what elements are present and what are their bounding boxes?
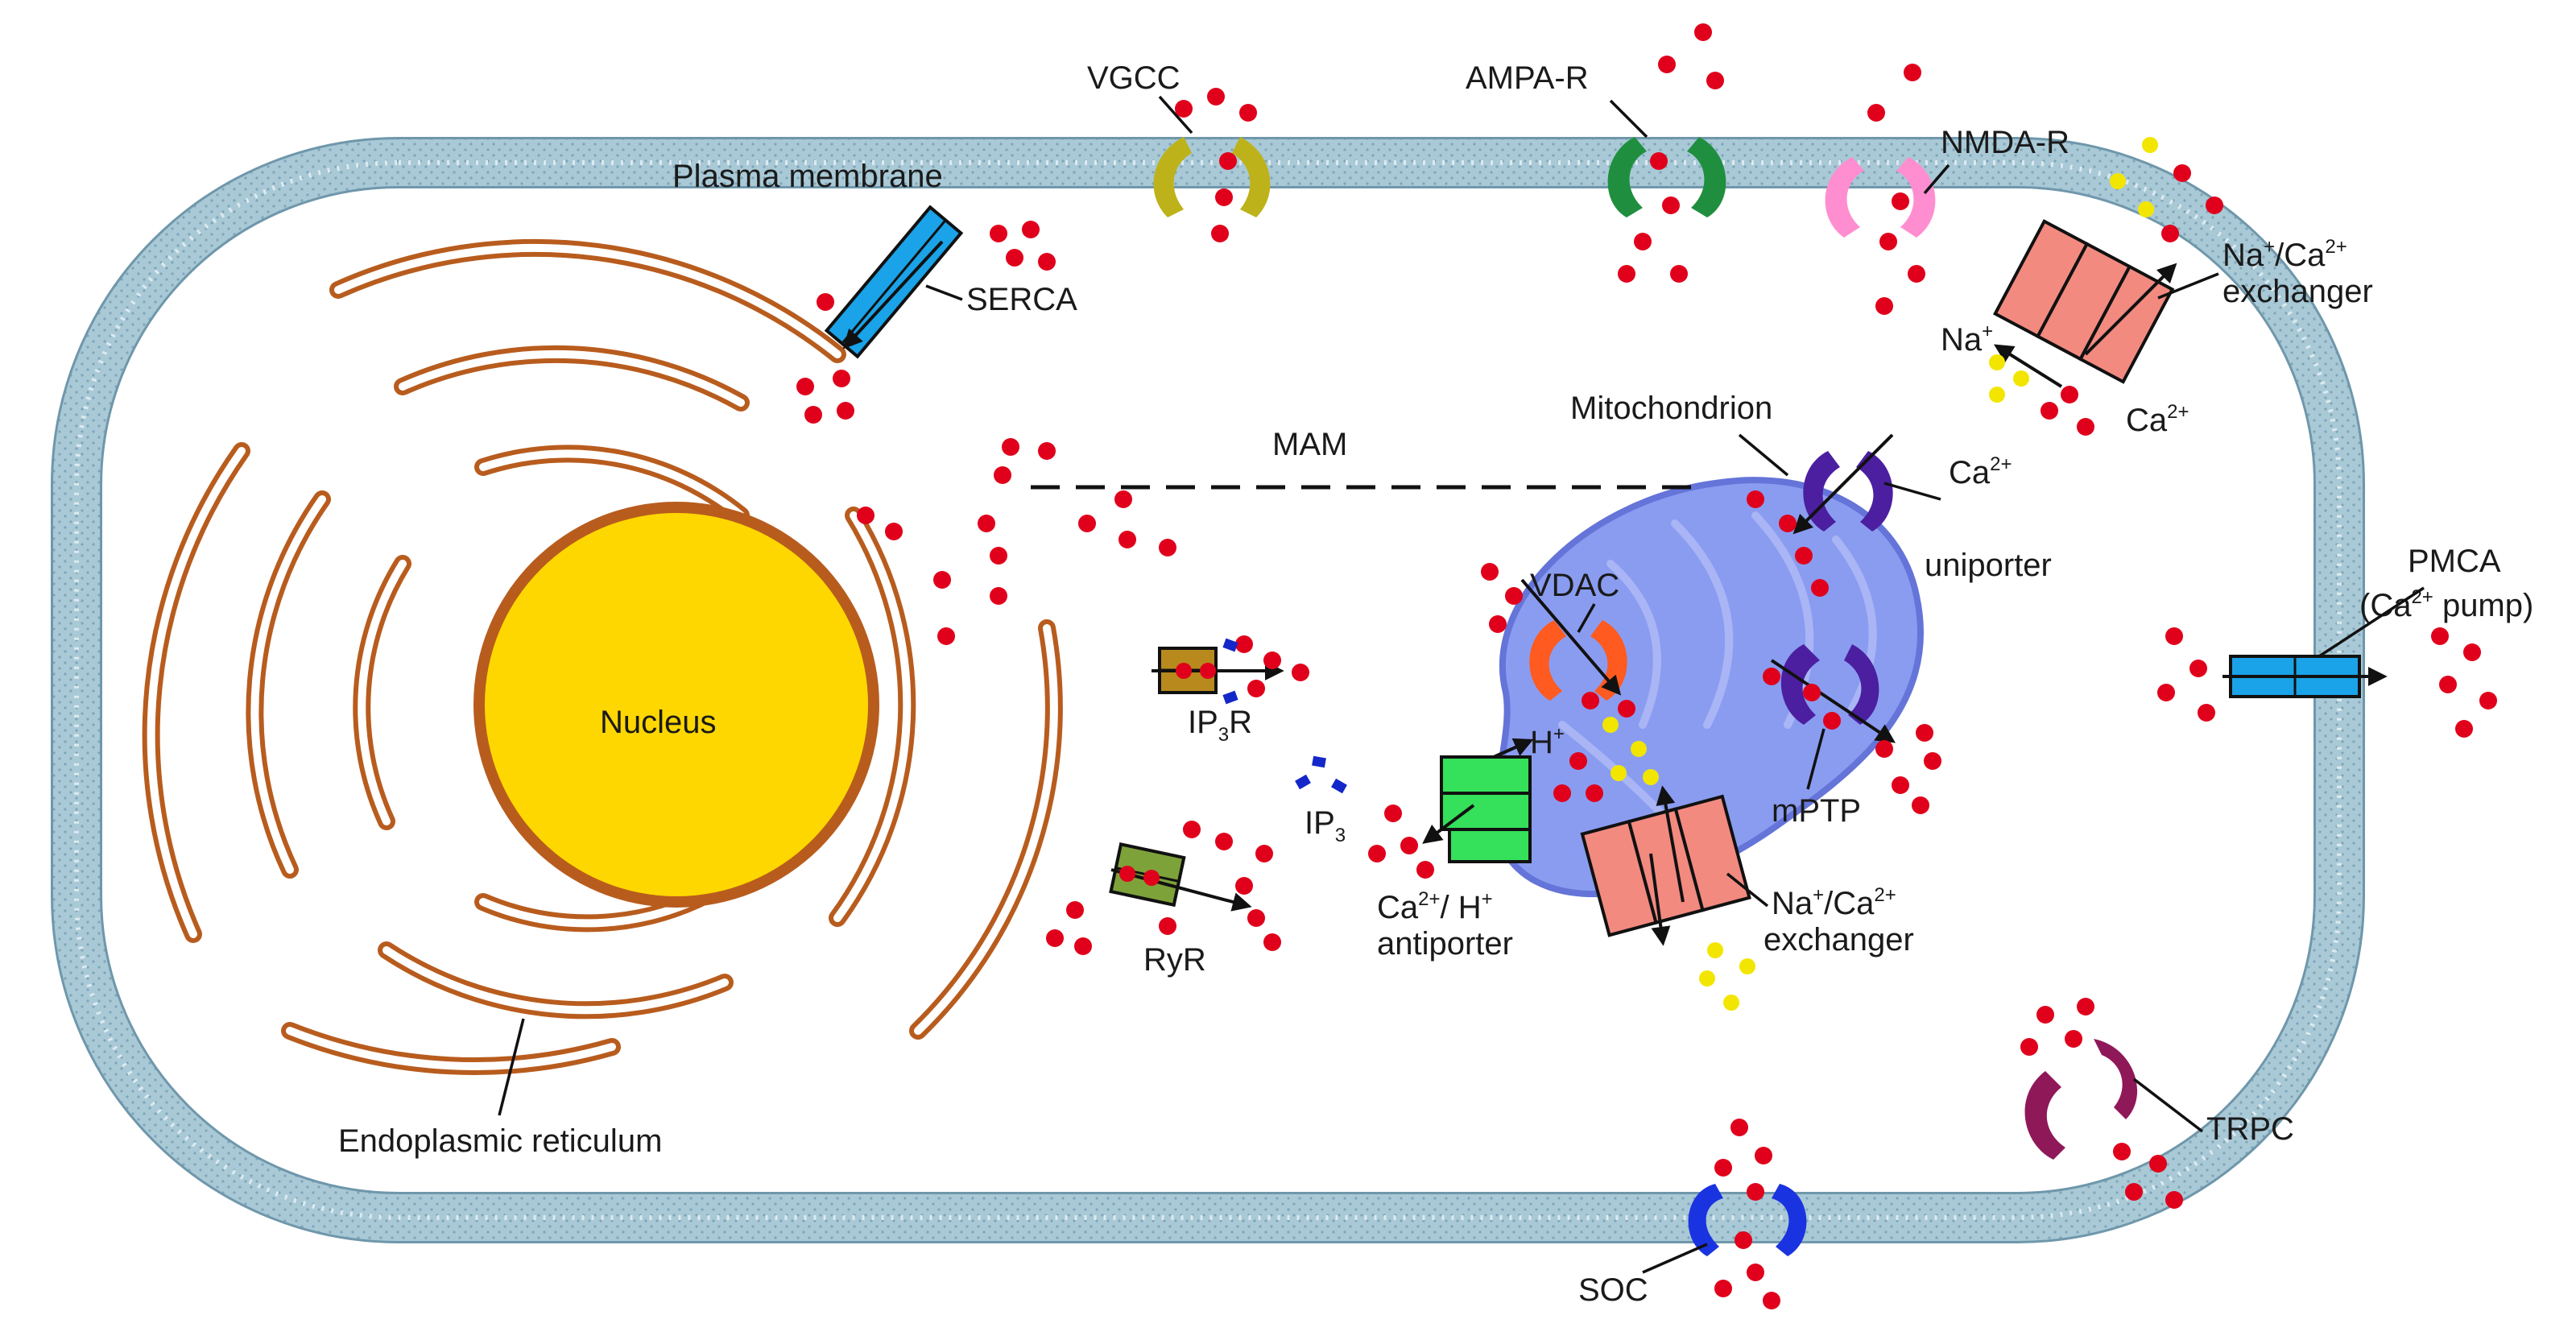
mptp-leader bbox=[1806, 728, 1826, 790]
ca-label: Ca2+ bbox=[2126, 401, 2189, 438]
antiporter-label: Ca2+/ H+ bbox=[1377, 888, 1493, 925]
ncx-pm-label-line2: exchanger bbox=[2222, 274, 2373, 309]
ncx-mito-label: Na+/Ca2+ bbox=[1772, 884, 1896, 921]
ca-uniporter bbox=[1803, 451, 1893, 532]
serca-leader bbox=[925, 284, 963, 301]
vgcc-label: VGCC bbox=[1087, 60, 1180, 96]
serca-label: SERCA bbox=[966, 282, 1077, 317]
trpc-leader bbox=[2132, 1077, 2204, 1133]
pmca-label-line2: (Ca2+ pump) bbox=[2359, 586, 2533, 623]
ncx-mito-leader bbox=[1726, 872, 1769, 908]
ncx-pm-leader bbox=[2157, 272, 2219, 300]
pmca-leader bbox=[2318, 586, 2425, 658]
uniporter-label: Ca2+ bbox=[1949, 453, 2012, 490]
plasma-membrane-label: Plasma membrane bbox=[672, 159, 943, 194]
uniporter-label-line2: uniporter bbox=[1925, 548, 2052, 583]
ip3-molecules bbox=[1222, 638, 1347, 794]
trpc-channel bbox=[2024, 1039, 2138, 1160]
soc-label: SOC bbox=[1578, 1272, 1648, 1308]
na-label: Na+ bbox=[1941, 321, 1993, 358]
ryr-label: RyR bbox=[1143, 942, 1206, 978]
nmda-leader bbox=[1923, 163, 1950, 195]
ca-h-antiporter bbox=[1440, 755, 1532, 863]
ncx-mitochondrial bbox=[1580, 794, 1751, 937]
ip3-label: IP3 bbox=[1305, 805, 1346, 846]
sodium-ions bbox=[1602, 137, 2158, 1011]
vdac-label: VDAC bbox=[1530, 568, 1619, 603]
nmda-receptor bbox=[1825, 157, 1936, 238]
ampa-label: AMPA-R bbox=[1466, 60, 1589, 96]
mptp-pore bbox=[1780, 644, 1879, 725]
nucleus bbox=[473, 502, 879, 908]
ncx-plasma-membrane bbox=[1992, 219, 2175, 384]
mitochondrion-label: Mitochondrion bbox=[1570, 391, 1772, 426]
vdac-leader bbox=[1577, 603, 1596, 633]
antiporter-label-line2: antiporter bbox=[1377, 926, 1513, 962]
soc-leader bbox=[1642, 1243, 1708, 1274]
mam-label: MAM bbox=[1272, 427, 1347, 462]
mptp-label: mPTP bbox=[1772, 793, 1861, 829]
serca-pump bbox=[824, 205, 964, 359]
h-ion-label: H+ bbox=[1530, 723, 1565, 760]
mito-leader bbox=[1738, 433, 1789, 477]
ampa-receptor bbox=[1607, 137, 1726, 217]
calcium-ions bbox=[796, 23, 2497, 1309]
pmca-label: PMCA bbox=[2408, 544, 2501, 579]
ip3r-label: IP3R bbox=[1188, 705, 1252, 746]
trpc-label: TRPC bbox=[2206, 1111, 2294, 1147]
ncx-pm-label: Na+/Ca2+ bbox=[2222, 236, 2347, 273]
vgcc-leader bbox=[1158, 95, 1193, 134]
nucleus-label: Nucleus bbox=[600, 705, 717, 740]
nmda-label: NMDA-R bbox=[1941, 125, 2069, 160]
ncx-mito-label-line2: exchanger bbox=[1764, 922, 1914, 958]
vgcc-channel bbox=[1153, 137, 1271, 217]
er-leader bbox=[498, 1018, 525, 1116]
ampa-leader bbox=[1609, 99, 1648, 139]
er-label: Endoplasmic reticulum bbox=[338, 1123, 662, 1159]
uniporter-leader bbox=[1883, 482, 1941, 501]
soc-channel bbox=[1688, 1184, 1807, 1256]
